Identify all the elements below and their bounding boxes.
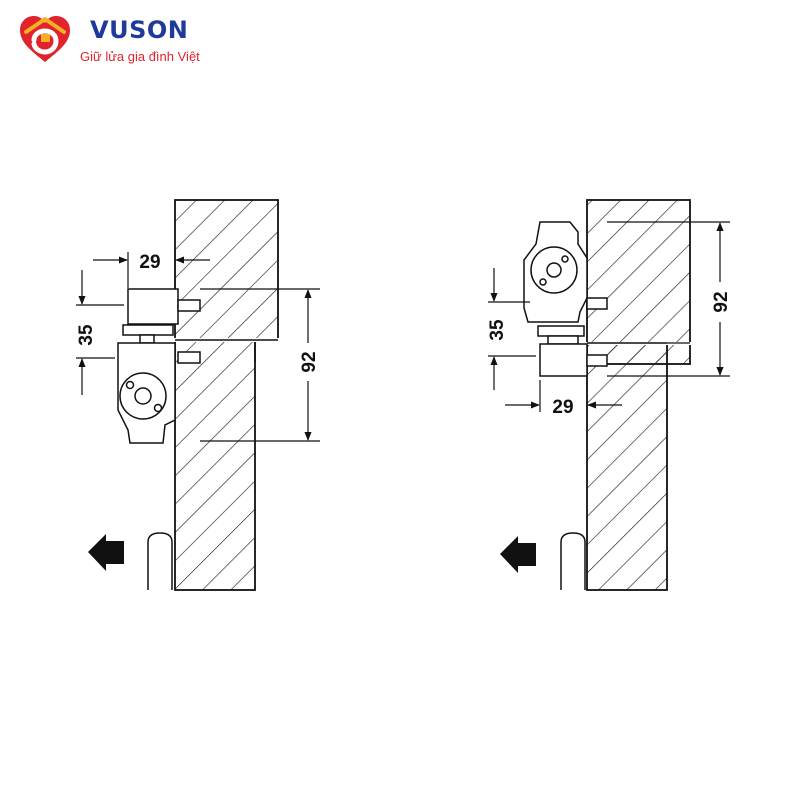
house-heart-icon: [20, 16, 70, 62]
left-door: [174, 339, 256, 591]
right-height-label: 35: [487, 319, 508, 341]
left-frame: [174, 199, 279, 341]
vuson-logo: VUSON Giữ lửa gia đình Việt: [14, 10, 214, 66]
left-depth-label: 92: [299, 351, 320, 372]
right-closer-body: [523, 221, 588, 323]
right-assembly: 35 29 92: [487, 199, 734, 591]
left-closer-body: [117, 342, 176, 444]
left-arrow-left-icon: [88, 534, 124, 571]
left-offset-label: 29: [139, 252, 160, 273]
left-mounting-bracket: [122, 288, 201, 364]
brand-tagline: Giữ lửa gia đình Việt: [80, 49, 200, 64]
right-offset-label: 29: [552, 397, 573, 418]
right-arrow-left-icon: [500, 536, 536, 573]
right-mounting-bracket: [537, 297, 608, 377]
right-frame: [586, 199, 691, 365]
left-height-label: 35: [76, 324, 97, 346]
left-dimension-lines: [76, 252, 320, 442]
right-door: [586, 342, 668, 591]
left-hinge-pin: [147, 532, 173, 590]
left-assembly: 29 35 92: [76, 199, 322, 591]
right-hinge-pin: [560, 532, 586, 590]
right-depth-label: 92: [711, 291, 732, 312]
brand-name: VUSON: [90, 16, 189, 44]
right-dimension-lines: [488, 221, 730, 412]
